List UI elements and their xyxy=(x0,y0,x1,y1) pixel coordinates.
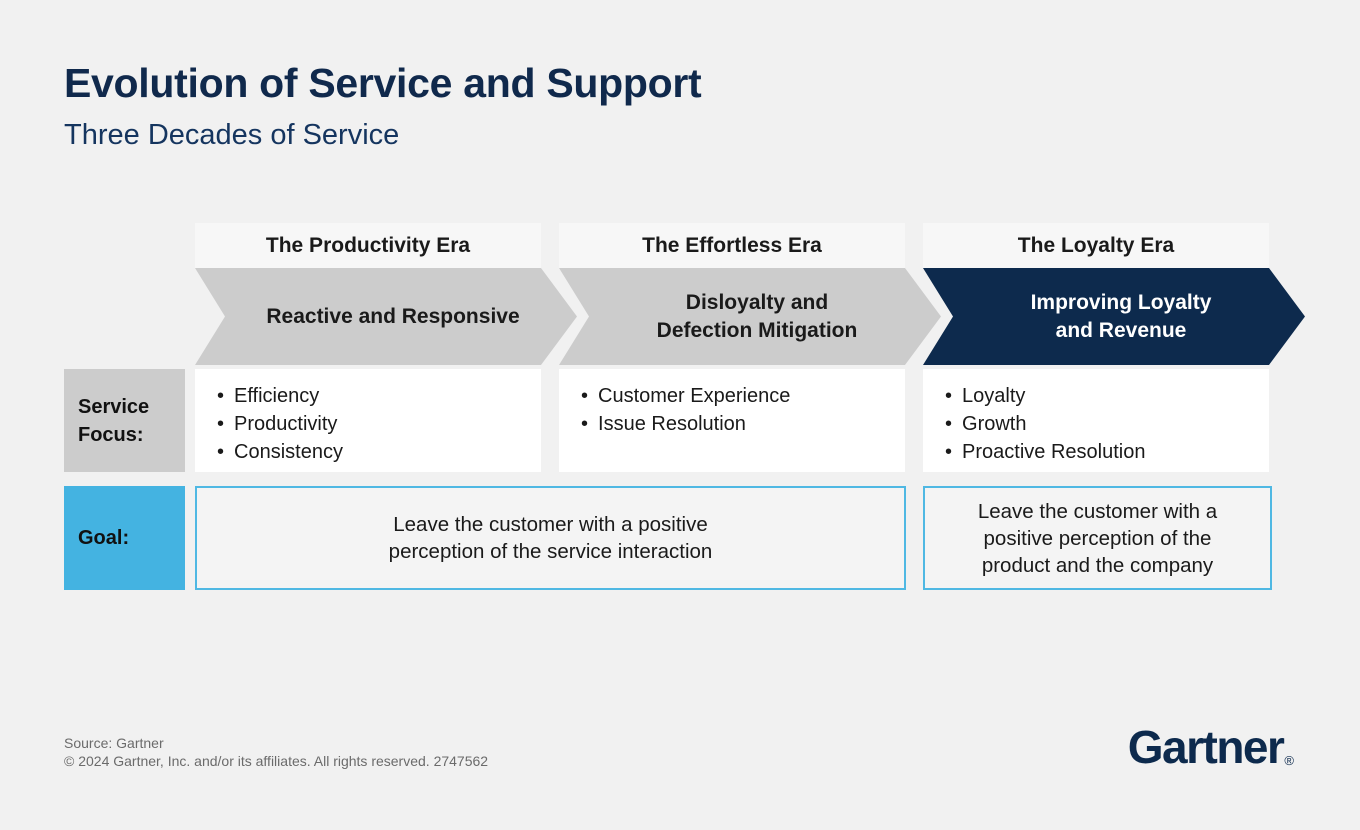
list-item: Improving Loyalty xyxy=(1030,290,1212,314)
bullet-dot-icon: • xyxy=(581,413,589,435)
arrow-loyalty-era: Improving Loyalty and Revenue xyxy=(923,268,1305,365)
list-item-text: Consistency xyxy=(234,441,343,463)
list-item: • Productivity xyxy=(217,410,541,438)
list-item: • Efficiency xyxy=(217,382,541,410)
list-item-text: Loyalty xyxy=(962,385,1026,407)
gartner-logo-wordmark: Gartner xyxy=(1127,721,1285,773)
era-header-productivity: The Productivity Era xyxy=(195,223,541,268)
list-item: Defection Mitigation xyxy=(656,318,858,342)
service-focus-row-label: Service Focus: xyxy=(64,369,185,472)
bullet-dot-icon: • xyxy=(945,385,953,407)
gartner-logo: Gartner ® xyxy=(1128,722,1294,772)
bullet-dot-icon: • xyxy=(945,441,953,463)
service-focus-list-loyalty: • Loyalty • Growth • Proactive Resolution xyxy=(923,369,1269,472)
list-item: • Loyalty xyxy=(945,382,1269,410)
service-focus-list-productivity: • Efficiency • Productivity • Consistency xyxy=(195,369,541,472)
era-header-loyalty: The Loyalty Era xyxy=(923,223,1269,268)
bullet-dot-icon: • xyxy=(217,385,225,407)
list-item: positive perception of the xyxy=(983,526,1212,550)
goal-box-product-company: Leave the customer with a positive percep… xyxy=(923,486,1272,590)
list-item: perception of the service interaction xyxy=(388,540,713,563)
service-focus-list-effortless: • Customer Experience • Issue Resolution xyxy=(559,369,905,472)
list-item: • Issue Resolution xyxy=(581,410,905,438)
copyright-note: © 2024 Gartner, Inc. and/or its affiliat… xyxy=(64,753,489,769)
bullet-dot-icon: • xyxy=(945,413,953,435)
page-subtitle: Three Decades of Service xyxy=(64,119,400,151)
list-item: product and the company xyxy=(981,553,1214,577)
list-item: Leave the customer with a positive xyxy=(393,513,708,536)
page-title: Evolution of Service and Support xyxy=(64,60,702,106)
goal-row-label: Goal: xyxy=(64,486,185,590)
list-item: • Customer Experience xyxy=(581,382,905,410)
list-item: • Growth xyxy=(945,410,1269,438)
bullet-dot-icon: • xyxy=(217,413,225,435)
source-note: Source: Gartner xyxy=(64,735,164,751)
era-header-effortless: The Effortless Era xyxy=(559,223,905,268)
list-item: Leave the customer with a xyxy=(977,499,1218,523)
list-item: and Revenue xyxy=(1055,318,1187,342)
bullet-dot-icon: • xyxy=(217,441,225,463)
list-item-text: Proactive Resolution xyxy=(962,441,1146,463)
list-item: Disloyalty and xyxy=(685,290,829,314)
arrow-productivity-era: Reactive and Responsive xyxy=(195,268,577,365)
list-item-text: Growth xyxy=(962,413,1027,435)
list-item: • Proactive Resolution xyxy=(945,438,1269,466)
list-item-text: Customer Experience xyxy=(598,385,791,407)
bullet-dot-icon: • xyxy=(581,385,589,407)
goal-box-service-interaction: Leave the customer with a positive percep… xyxy=(195,486,906,590)
list-item-text: Productivity xyxy=(234,413,338,435)
footer-notes: Source: Gartner © 2024 Gartner, Inc. and… xyxy=(64,734,488,770)
registered-trademark-icon: ® xyxy=(1284,753,1294,768)
list-item-text: Efficiency xyxy=(234,385,320,407)
list-item: Reactive and Responsive xyxy=(266,304,520,328)
list-item: • Consistency xyxy=(217,438,541,466)
list-item-text: Issue Resolution xyxy=(598,413,746,435)
